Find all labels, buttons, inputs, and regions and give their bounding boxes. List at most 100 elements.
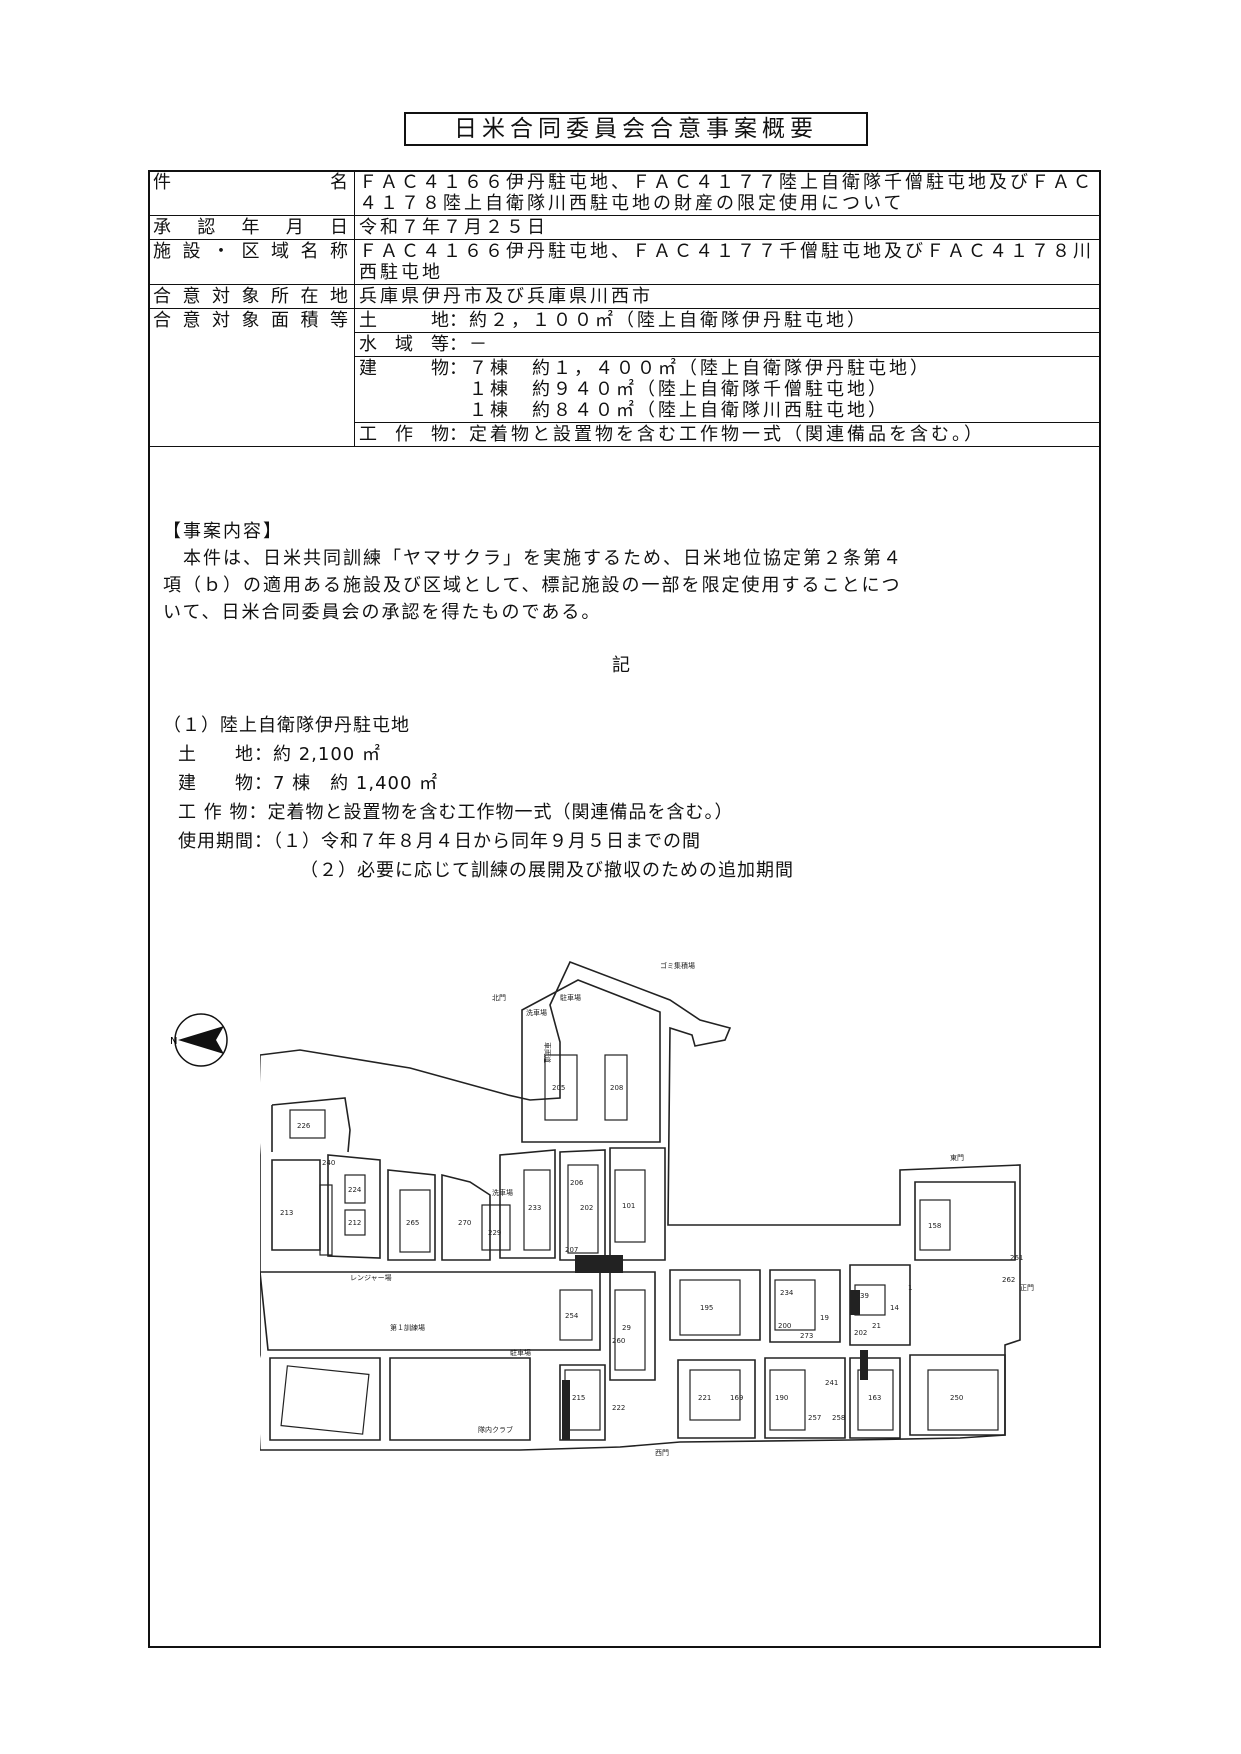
label-subject: 件 名: [148, 170, 355, 216]
row-approval-date: 承 認 年 月 日 令和７年７月２５日: [148, 215, 1101, 240]
map-building-222: 222: [612, 1404, 625, 1412]
map-building-221: 221: [698, 1394, 711, 1402]
document-title: 日米合同委員会合意事案概要: [404, 112, 868, 146]
building-label: 建 物：: [359, 358, 467, 379]
map-label-gomi: ゴミ集積場: [660, 961, 695, 970]
ki-heading: 記: [612, 655, 631, 676]
map-building-190: 190: [775, 1394, 788, 1402]
map-building-158: 158: [928, 1222, 941, 1230]
label-area: 合意対象面積等: [148, 308, 355, 447]
row-area-works: 工 作 物：定着物と設置物を含む工作物一式（関連備品を含む。）: [149, 422, 1101, 447]
map-building-265: 265: [406, 1219, 419, 1227]
map-building-1: 1: [908, 1284, 912, 1292]
land-label: 土 地：: [359, 310, 467, 331]
building-line-3: １棟 約８４０㎡（陸上自衛隊川西駐屯地）: [469, 400, 889, 421]
map-building-169: 169: [730, 1394, 743, 1402]
map-building-215: 215: [572, 1394, 585, 1402]
map-label-drill: 第１訓練場: [390, 1323, 425, 1332]
map-building-206: 206: [570, 1179, 584, 1187]
value-subject: ＦＡＣ４１６６伊丹駐屯地、ＦＡＣ４１７７陸上自衛隊千僧駐屯地及びＦＡＣ４１７８陸…: [354, 170, 1101, 216]
map-building-254: 254: [565, 1312, 579, 1320]
map-building-229: 229: [488, 1229, 501, 1237]
map-label-west-gate: 西門: [655, 1449, 669, 1457]
row-subject: 件 名 ＦＡＣ４１６６伊丹駐屯地、ＦＡＣ４１７７陸上自衛隊千僧駐屯地及びＦＡＣ４…: [148, 170, 1101, 216]
label-location: 合意対象所在地: [148, 284, 355, 309]
map-building-250: 250: [950, 1394, 963, 1402]
value-area-land: 土 地：約２，１００㎡（陸上自衛隊伊丹駐屯地）: [354, 308, 1101, 333]
map-building-39: 39: [860, 1292, 869, 1300]
map-building-240: 240: [322, 1159, 335, 1167]
map-building-19: 19: [820, 1314, 829, 1322]
map-label-vehicle-road: 車両道: [543, 1042, 552, 1063]
value-approval-date: 令和７年７月２５日: [354, 215, 1101, 240]
map-building-257: 257: [808, 1414, 821, 1422]
map-label-parking-top: 駐車場: [560, 993, 581, 1002]
water-value: －: [469, 334, 490, 355]
site-map: 北門 駐車場 洗車場 ゴミ集積場 東門 正門 西門 レンジャー場 第１訓練場 駐…: [260, 960, 1034, 1457]
map-building-202b: 202: [854, 1329, 867, 1337]
map-label-east-gate: 東門: [950, 1153, 964, 1162]
building-line-1: ７棟 約１，４００㎡（陸上自衛隊伊丹駐屯地）: [469, 358, 931, 379]
row-area-land: 合意対象面積等 土 地：約２，１００㎡（陸上自衛隊伊丹駐屯地）: [148, 308, 1101, 447]
map-building-101: 101: [622, 1202, 635, 1210]
value-area-buildings: 建 物： ７棟 約１，４００㎡（陸上自衛隊伊丹駐屯地） １棟 約９４０㎡（陸上自…: [354, 356, 1101, 423]
value-area-works: 工 作 物：定着物と設置物を含む工作物一式（関連備品を含む。）: [354, 422, 1101, 447]
compass-label: N: [170, 1036, 177, 1047]
map-building-261: 261: [1010, 1254, 1023, 1262]
map-building-21: 21: [872, 1322, 881, 1330]
map-building-260: 260: [612, 1337, 625, 1345]
map-building-213: 213: [280, 1209, 293, 1217]
row-facility-name: 施設・区域名称 ＦＡＣ４１６６伊丹駐屯地、ＦＡＣ４１７７千僧駐屯地及びＦＡＣ４１…: [148, 239, 1101, 285]
label-facility-name: 施設・区域名称: [148, 239, 355, 285]
value-location: 兵庫県伊丹市及び兵庫県川西市: [354, 284, 1101, 309]
content-section: 【事案内容】 本件は、日米共同訓練「ヤマサクラ」を実施するため、日米地位協定第２…: [163, 518, 903, 626]
map-building-208: 208: [610, 1084, 623, 1092]
building-line-2: １棟 約９４０㎡（陸上自衛隊千僧駐屯地）: [469, 379, 889, 400]
period-line-1: 使用期間：（１）令和７年８月４日から同年９月５日までの間: [178, 831, 701, 852]
map-building-195: 195: [700, 1304, 713, 1312]
content-heading: 【事案内容】: [163, 521, 283, 542]
summary-table: 件 名 ＦＡＣ４１６６伊丹駐屯地、ＦＡＣ４１７７陸上自衛隊千僧駐屯地及びＦＡＣ４…: [148, 170, 1101, 447]
map-building-241: 241: [825, 1379, 838, 1387]
value-area-water: 水 域 等：－: [354, 332, 1101, 357]
section-title: （１）陸上自衛隊伊丹駐屯地: [163, 715, 410, 736]
map-building-202: 202: [580, 1204, 593, 1212]
land-value: 約２，１００㎡（陸上自衛隊伊丹駐屯地）: [469, 310, 868, 331]
map-building-233: 233: [528, 1204, 541, 1212]
value-facility-name: ＦＡＣ４１６６伊丹駐屯地、ＦＡＣ４１７７千僧駐屯地及びＦＡＣ４１７８川西駐屯地: [354, 239, 1101, 285]
works-value: 定着物と設置物を含む工作物一式（関連備品を含む。）: [469, 424, 985, 445]
map-building-270: 270: [458, 1219, 471, 1227]
map-building-14: 14: [890, 1304, 899, 1312]
map-building-273: 273: [800, 1332, 813, 1340]
building-line: 建 物：7 棟 約 1,400 ㎡: [178, 773, 439, 794]
map-label-club: 隊内クラブ: [478, 1425, 513, 1434]
map-label-main-gate: 正門: [1020, 1284, 1034, 1292]
map-building-258: 258: [832, 1414, 845, 1422]
map-building-234: 234: [780, 1289, 794, 1297]
map-building-205: 205: [552, 1084, 565, 1092]
period-line-2: （２）必要に応じて訓練の展開及び撤収のための追加期間: [300, 860, 794, 881]
map-building-200: 200: [778, 1322, 791, 1330]
map-label-parking-mid: 駐車場: [510, 1348, 531, 1357]
water-label: 水 域 等：: [359, 334, 467, 355]
row-location: 合意対象所在地 兵庫県伊丹市及び兵庫県川西市: [148, 284, 1101, 309]
compass-icon: N: [170, 1013, 228, 1067]
map-building-207: 207: [565, 1246, 578, 1254]
map-building-163: 163: [868, 1394, 881, 1402]
map-building-226: 226: [297, 1122, 311, 1130]
map-building-212: 212: [348, 1219, 361, 1227]
map-building-224: 224: [348, 1186, 362, 1194]
row-area-buildings: 建 物： ７棟 約１，４００㎡（陸上自衛隊伊丹駐屯地） １棟 約９４０㎡（陸上自…: [149, 356, 1101, 423]
works-line: 工 作 物：定着物と設置物を含む工作物一式（関連備品を含む。）: [178, 802, 734, 823]
map-label-ranger: レンジャー場: [350, 1273, 392, 1282]
content-line-2: 項（ｂ）の適用ある施設及び区域として、標記施設の一部を限定使用することにつ: [163, 575, 902, 596]
content-line-1: 本件は、日米共同訓練「ヤマサクラ」を実施するため、日米地位協定第２条第４: [163, 548, 903, 569]
map-label-wash: 洗車場: [526, 1008, 547, 1017]
works-label: 工 作 物：: [359, 424, 467, 445]
label-approval-date: 承 認 年 月 日: [148, 215, 355, 240]
map-building-262: 262: [1002, 1276, 1015, 1284]
map-building-29: 29: [622, 1324, 631, 1332]
content-line-3: いて、日米合同委員会の承認を得たものである。: [163, 602, 602, 623]
map-label-north-gate: 北門: [492, 994, 506, 1002]
land-line: 土 地：約 2,100 ㎡: [178, 744, 381, 765]
